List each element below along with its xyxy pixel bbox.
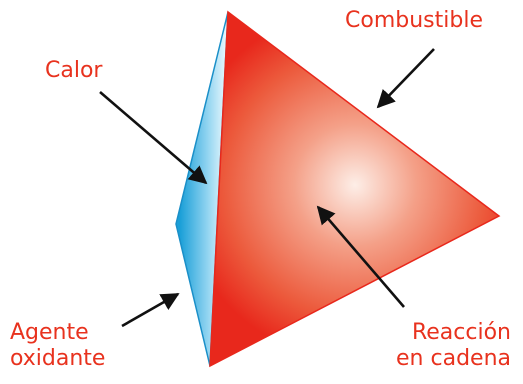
heat-arrow	[99, 91, 208, 185]
oxidizer-label: Agente oxidante	[10, 320, 105, 372]
oxidizer-arrow	[121, 292, 180, 328]
oxidizer-label-line-1: Agente	[10, 320, 89, 345]
chain-reaction-label-line-2: en cadena	[396, 346, 511, 371]
heat-label: Calor	[45, 58, 103, 83]
oxidizer-label-line-2: oxidante	[10, 346, 106, 371]
chain-reaction-face	[209, 10, 501, 368]
chain-reaction-arrow	[316, 205, 405, 308]
fuel-label: Combustible	[345, 8, 483, 33]
chain-reaction-label-line-1: Reacción	[411, 320, 511, 345]
chain-reaction-label: Reacción en cadena	[396, 320, 511, 372]
fuel-arrow	[376, 48, 435, 109]
